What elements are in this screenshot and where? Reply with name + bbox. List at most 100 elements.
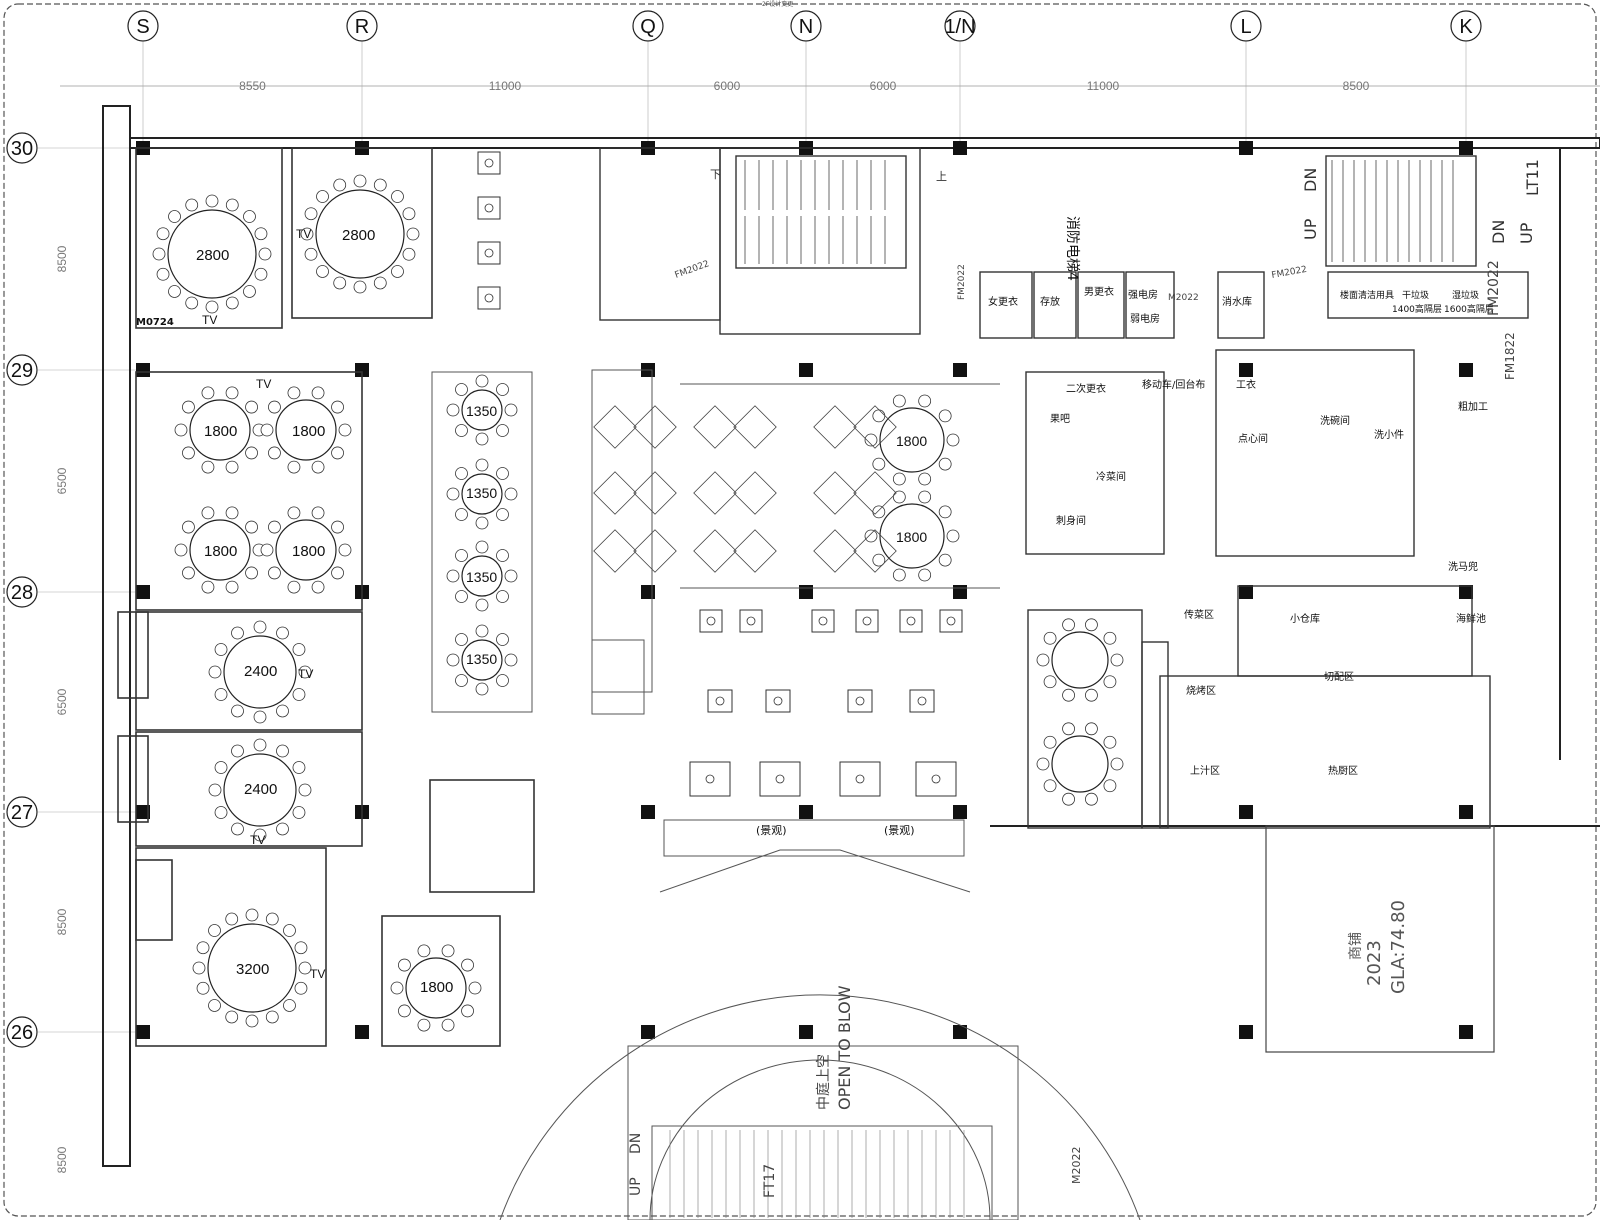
grid-bubble-row-label: 26: [11, 1022, 33, 1044]
round-table-1800: [405, 957, 467, 1019]
chair: [292, 643, 306, 656]
chair: [1103, 735, 1117, 749]
label-esc-up: UP: [628, 1177, 644, 1196]
label-bbq: 烧烤区: [1186, 684, 1216, 697]
room-size-2400-b: 2400: [244, 781, 277, 798]
structural-column: [1239, 363, 1253, 377]
label-upper: 2F设计变更: [762, 0, 793, 8]
chair: [168, 210, 181, 223]
chair: [287, 460, 301, 474]
label-tenant-tag: 商铺: [1348, 932, 1364, 960]
chair: [287, 506, 301, 520]
round-table-1800: [275, 399, 337, 461]
round-table-vip: [1051, 631, 1109, 689]
label-water-tank: 消水库: [1222, 295, 1252, 308]
chair: [231, 744, 244, 758]
grid-lines: [38, 42, 1467, 1033]
grid-bubble-row: [6, 576, 38, 608]
label-storage: 存放: [1040, 295, 1060, 308]
table-center: [917, 696, 927, 706]
structural-column: [1459, 585, 1473, 599]
chair: [287, 580, 301, 594]
chair: [441, 944, 455, 958]
square-tables: [477, 151, 963, 797]
chair: [231, 626, 244, 640]
chair: [353, 280, 367, 294]
square-table: [939, 609, 963, 633]
chair: [417, 944, 431, 958]
label-female-locker: 女更衣: [988, 295, 1018, 308]
chair: [201, 386, 215, 400]
square-table: [909, 689, 935, 713]
chair: [496, 549, 509, 562]
diamond-table: [733, 405, 777, 449]
label-landscape-2: (景观): [884, 824, 915, 837]
chair: [1103, 631, 1117, 645]
room-size-1800-d: 1800: [292, 543, 325, 560]
diamond-table: [693, 405, 737, 449]
chair: [918, 568, 932, 582]
diamond-table: [693, 529, 737, 573]
table-center: [705, 774, 715, 784]
chair: [1043, 675, 1057, 689]
structural-column: [953, 585, 967, 599]
hall-table-1350-d: 1350: [466, 651, 497, 667]
booth-table: [915, 761, 957, 797]
label-smoke-shaft: 消防电梯4: [1064, 216, 1080, 281]
chair: [475, 374, 489, 388]
kitchen-walls: [599, 147, 1529, 829]
room-size-2400-a: 2400: [244, 663, 277, 680]
grid-bubble-col-label: S: [136, 16, 149, 38]
grid-bubble-row: [6, 354, 38, 386]
chair: [268, 520, 281, 534]
chair: [446, 569, 460, 583]
grid-bubble-col-label: N: [799, 16, 813, 38]
label-stair-dn-cn: 下: [710, 168, 721, 181]
chair: [168, 285, 181, 298]
chair: [455, 424, 468, 437]
structural-column: [953, 141, 967, 155]
room-size-1800-b: 1800: [292, 423, 325, 440]
label-cart: 移动车/回台布: [1142, 378, 1205, 391]
chair: [455, 383, 468, 396]
chair: [311, 506, 325, 520]
label-stair-up-cn: 上: [936, 170, 947, 183]
structural-column: [136, 363, 150, 377]
chair: [1085, 688, 1098, 702]
chair: [208, 783, 222, 797]
label-door-fm2022-a: FM2022: [957, 264, 967, 300]
chair: [872, 409, 886, 423]
label-lift: LT11: [1523, 159, 1542, 196]
label-sashimi: 刺身间: [1056, 514, 1086, 527]
chair: [245, 566, 258, 580]
table-center: [706, 616, 716, 626]
chair: [231, 704, 244, 718]
structural-column: [1239, 1025, 1253, 1039]
structural-column: [799, 585, 813, 599]
chair: [208, 665, 222, 679]
chair: [185, 296, 199, 310]
chair: [1062, 618, 1075, 632]
chair: [918, 394, 932, 408]
label-strong-power: 强电房: [1128, 288, 1158, 301]
chair: [225, 386, 239, 400]
grid-bubble-col-label: Q: [640, 16, 656, 38]
label-waiting: 传菜区: [1184, 609, 1214, 621]
chair: [1103, 779, 1117, 793]
diamond-table: [733, 471, 777, 515]
label-dry-waste-note: 1400高隔层: [1392, 303, 1442, 315]
square-table: [477, 151, 501, 175]
structural-column: [1459, 363, 1473, 377]
chair: [225, 460, 239, 474]
chair: [331, 520, 344, 534]
square-table: [477, 196, 501, 220]
label-seafood: 海鲜池: [1456, 612, 1486, 625]
chair: [475, 540, 489, 554]
chair: [185, 198, 199, 212]
label-door-fm1822: FM1822: [1503, 332, 1517, 380]
rotated-labels: 消防电梯4 2023 GLA:74.80 商铺 中庭上空 OPEN TO BLO…: [628, 0, 1542, 1198]
diamond-table: [633, 405, 677, 449]
square-table: [477, 241, 501, 265]
label-pass: 上汁区: [1190, 764, 1220, 777]
